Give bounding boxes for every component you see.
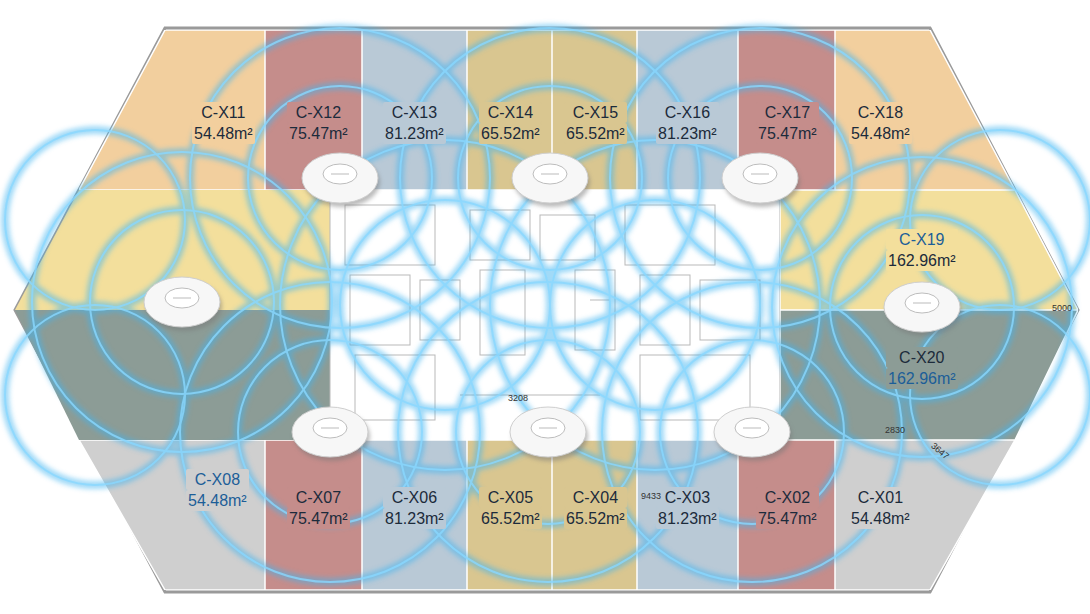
room-area-value: 75.47m² — [287, 123, 350, 144]
room-label: C-X0681.23m² — [383, 487, 446, 529]
room-name: C-X13 — [383, 102, 446, 123]
room-label: C-X1381.23m² — [383, 102, 446, 144]
room-name: C-X05 — [479, 487, 542, 508]
room-area-value: 81.23m² — [383, 508, 446, 529]
room-area-value: 81.23m² — [383, 123, 446, 144]
room-area-value: 65.52m² — [564, 123, 627, 144]
room-area: C-X1381.23m² — [362, 30, 467, 190]
room-area: C-X0854.48m² — [79, 440, 265, 590]
room-label: C-X1854.48m² — [849, 102, 912, 144]
room-label: C-X19162.96m² — [886, 229, 958, 271]
room-label: C-X0465.52m² — [564, 487, 627, 529]
room-area-value: 54.48m² — [849, 508, 912, 529]
room-name: C-X02 — [756, 487, 819, 508]
room-area: C-X1681.23m² — [637, 30, 738, 190]
room-name: C-X17 — [756, 102, 819, 123]
room-area-value: 65.52m² — [479, 123, 542, 144]
room-area-value: 162.96m² — [886, 368, 958, 389]
dimension-label: 5000 — [1052, 303, 1072, 313]
room-label: C-X1565.52m² — [564, 102, 627, 144]
room-name: C-X15 — [564, 102, 627, 123]
room-name: C-X14 — [479, 102, 542, 123]
room-label: C-X1154.48m² — [192, 102, 255, 144]
room-area-value: 81.23m² — [656, 123, 719, 144]
room-name: C-X01 — [849, 487, 912, 508]
room-label: C-X0154.48m² — [849, 487, 912, 529]
room-area-value: 54.48m² — [192, 123, 255, 144]
room-area-value: 162.96m² — [886, 250, 958, 271]
room-label: C-X0775.47m² — [287, 487, 350, 529]
room-name: C-X12 — [287, 102, 350, 123]
room-area-value: 54.48m² — [849, 123, 912, 144]
room-name: C-X19 — [886, 229, 958, 250]
room-area-value: 81.23m² — [656, 508, 719, 529]
room-name: C-X20 — [886, 347, 958, 368]
room-area-value: 65.52m² — [564, 508, 627, 529]
room-label: C-X0275.47m² — [756, 487, 819, 529]
room-label: C-X1275.47m² — [287, 102, 350, 144]
room-label: C-X0565.52m² — [479, 487, 542, 529]
room-area-value: 65.52m² — [479, 508, 542, 529]
room-name: C-X06 — [383, 487, 446, 508]
dimension-label: 3208 — [508, 393, 528, 403]
room-name: C-X07 — [287, 487, 350, 508]
room-area-value: 75.47m² — [287, 508, 350, 529]
room-area-value: 75.47m² — [756, 123, 819, 144]
room-shape — [79, 440, 265, 590]
room-area: C-X0154.48m² — [835, 440, 1015, 590]
room-name: C-X16 — [656, 102, 719, 123]
room-area: C-X0775.47m² — [265, 440, 362, 590]
room-label: C-X20162.96m² — [886, 347, 958, 389]
room-label: C-X1681.23m² — [656, 102, 719, 144]
room-name: C-X08 — [186, 469, 249, 490]
room-label: C-X0854.48m² — [186, 469, 249, 511]
room-name: C-X03 — [656, 487, 719, 508]
room-name: C-X04 — [564, 487, 627, 508]
dimension-label: 2830 — [885, 425, 905, 435]
room-name: C-X11 — [192, 102, 255, 123]
room-label: C-X1775.47m² — [756, 102, 819, 144]
room-label: C-X1465.52m² — [479, 102, 542, 144]
room-name: C-X18 — [849, 102, 912, 123]
room-area-value: 75.47m² — [756, 508, 819, 529]
room-label: C-X0381.23m² — [656, 487, 719, 529]
access-points — [144, 153, 962, 461]
room-area-value: 54.48m² — [186, 490, 249, 511]
dimension-label: 9433 — [641, 491, 661, 501]
